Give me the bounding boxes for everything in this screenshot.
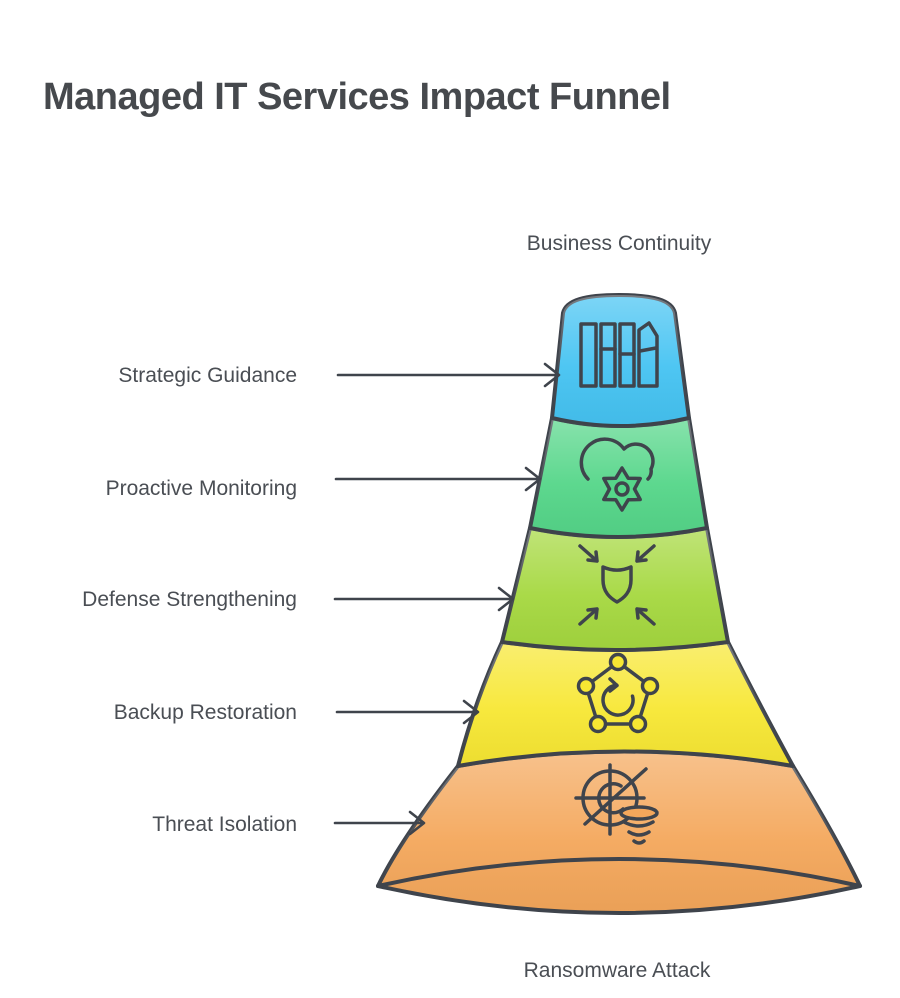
cloud-gear-icon (579, 437, 655, 512)
label-arrow-backup-restoration (335, 699, 480, 725)
books-archive-icon (579, 321, 659, 388)
top-outcome-label: Business Continuity (526, 232, 712, 255)
page-title: Managed IT Services Impact Funnel (43, 76, 671, 118)
stage-label-backup-restoration: Backup Restoration (113, 701, 297, 724)
stage-label-proactive-monitoring: Proactive Monitoring (105, 477, 297, 500)
funnel-stage-defense-strengthening-segment (500, 526, 730, 652)
radar-vortex-icon (574, 763, 659, 845)
shield-converging-arrows-icon (578, 544, 656, 626)
funnel-stage-threat-isolation-segment (376, 749, 862, 915)
pentagon-restore-icon (576, 652, 660, 734)
label-arrow-strategic-guidance (336, 362, 561, 388)
stage-label-threat-isolation: Threat Isolation (152, 813, 297, 836)
bottom-threat-label: Ransomware Attack (523, 959, 711, 982)
funnel-base-rim-line (376, 857, 862, 888)
stage-label-defense-strengthening: Defense Strengthening (82, 588, 297, 611)
label-arrow-defense-strengthening (333, 586, 515, 612)
label-arrow-proactive-monitoring (334, 466, 542, 492)
label-arrow-threat-isolation (333, 810, 426, 836)
stage-label-strategic-guidance: Strategic Guidance (118, 364, 297, 387)
